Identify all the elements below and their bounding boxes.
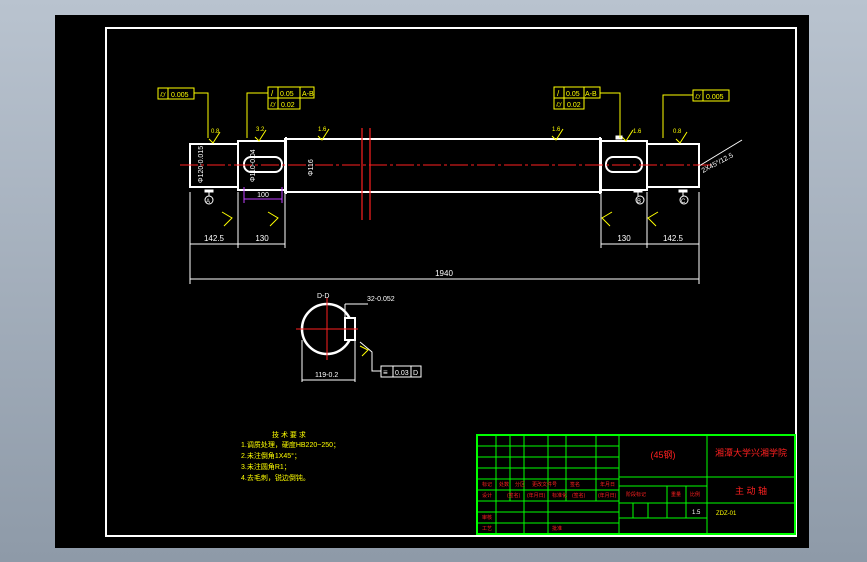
material-label: (45钢) bbox=[650, 449, 675, 460]
dim-right-journal: 130 bbox=[617, 234, 631, 243]
row-label-6: 年月日 bbox=[600, 481, 615, 488]
roughness-5: 1.6 bbox=[633, 129, 642, 135]
gdt-4-sym: / bbox=[557, 89, 560, 98]
review-label: 审核 bbox=[482, 514, 492, 521]
gdt-6-val: 0.005 bbox=[706, 94, 724, 101]
row-label-5: 签名 bbox=[570, 481, 580, 488]
row-label-1: 标记 bbox=[482, 481, 492, 488]
datum-a: A bbox=[206, 199, 210, 205]
scale-value: 1.5 bbox=[692, 510, 701, 516]
section-width: 32-0.052 bbox=[367, 296, 395, 303]
dimension-lines bbox=[189, 192, 700, 284]
roughness-3: 1.6 bbox=[318, 127, 327, 133]
row-label-2: 处数 bbox=[499, 481, 509, 488]
roughness-2: 3.2 bbox=[256, 127, 265, 133]
section-dims bbox=[301, 303, 368, 382]
drawing-number: ZDZ-01 bbox=[716, 511, 737, 517]
notes-item-1: 1.调质处理，硬度HB220~250； bbox=[241, 440, 340, 449]
roughness-4: 1.6 bbox=[552, 127, 561, 133]
stage-label-1: 阶段标记 bbox=[626, 491, 646, 498]
title-row-labels: 标记 处数 分区 更改文件号 签名 年月日 设计 (签名) (年月日) 标准化 … bbox=[482, 481, 617, 532]
drawing-border bbox=[105, 27, 797, 537]
roughness-6: 0.8 bbox=[673, 129, 682, 135]
dim-left-end: 142.5 bbox=[204, 234, 225, 243]
dim-left-journal: 130 bbox=[255, 234, 269, 243]
drawing-sheet bbox=[55, 15, 809, 548]
gdt-frame-4 bbox=[553, 86, 621, 138]
gdt-3-sym: ⌭ bbox=[270, 100, 276, 109]
approve-label: 批准 bbox=[552, 525, 562, 532]
gdt-1-sym: ⌭ bbox=[160, 90, 166, 99]
part-name: 主 动 轴 bbox=[735, 485, 767, 496]
keyway-dimension bbox=[243, 187, 283, 203]
datum-markers bbox=[204, 135, 689, 205]
gdt-3-val: 0.02 bbox=[281, 102, 295, 109]
datum-b: B bbox=[637, 199, 641, 205]
datum-c: C bbox=[681, 199, 686, 205]
notes-item-4: 4.去毛刺，锐边倒钝。 bbox=[241, 473, 310, 482]
row-label-4: 更改文件号 bbox=[532, 481, 557, 488]
keyway-length-label: 100 bbox=[257, 192, 269, 199]
notes-item-3: 3.未注圆角R1； bbox=[241, 462, 291, 471]
gdt-4-val: 0.05 bbox=[566, 91, 580, 98]
process-label: 工艺 bbox=[482, 526, 492, 532]
chamfer-leader bbox=[698, 139, 743, 167]
sym-tol-icon: ≡ bbox=[383, 368, 388, 377]
gdt-2-val: 0.05 bbox=[280, 91, 294, 98]
gdt-frame-6 bbox=[662, 89, 730, 138]
row-label2-6: (年月日) bbox=[598, 492, 617, 499]
notes-title: 技 术 要 求 bbox=[272, 430, 306, 439]
dia-mid-label: Φ116 bbox=[308, 159, 315, 176]
gdt-2-ref: A-B bbox=[302, 91, 314, 98]
stage-label-2: 重量 bbox=[671, 491, 681, 498]
gdt-5-sym: ⌭ bbox=[556, 100, 562, 109]
gdt-5-val: 0.02 bbox=[567, 102, 581, 109]
section-roughness bbox=[359, 345, 369, 357]
roughness-marks-below bbox=[221, 211, 659, 227]
roughness-1: 0.8 bbox=[211, 129, 220, 135]
row-label2-1: 设计 bbox=[482, 492, 492, 499]
school-label: 湘潭大学兴湘学院 bbox=[715, 447, 787, 458]
row-label2-5: (签名) bbox=[572, 492, 586, 499]
gdt-4-ref: A-B bbox=[585, 91, 597, 98]
roughness-marks bbox=[208, 128, 688, 144]
section-depth: 119-0.2 bbox=[315, 372, 338, 379]
gdt-2-sym: / bbox=[271, 89, 274, 98]
dia-key-label: Φ110-0.04 bbox=[250, 149, 257, 182]
dim-overall: 1940 bbox=[435, 269, 453, 278]
notes-item-2: 2.未注倒角1X45°； bbox=[241, 451, 301, 460]
row-label2-2: (签名) bbox=[507, 492, 521, 499]
row-label2-4: 标准化 bbox=[552, 492, 567, 499]
section-label: D-D bbox=[317, 293, 329, 300]
gdt-frame-2 bbox=[246, 86, 315, 138]
row-label2-3: (年月日) bbox=[527, 492, 546, 499]
dia-left-label: Φ120-0.015 bbox=[198, 146, 205, 183]
break-lines bbox=[361, 128, 371, 220]
gdt-1-val: 0.005 bbox=[171, 92, 189, 99]
title-block bbox=[476, 434, 796, 535]
gdt-6-sym: ⌭ bbox=[695, 92, 701, 101]
sym-tol-value: 0.03 bbox=[395, 370, 409, 377]
stage-label-3: 比例 bbox=[690, 491, 700, 498]
sym-tol-ref: D bbox=[413, 370, 418, 377]
row-label-3: 分区 bbox=[515, 481, 525, 488]
section-symmetry-frame bbox=[359, 341, 422, 378]
gdt-frame-1 bbox=[157, 87, 209, 138]
dim-right-end: 142.5 bbox=[663, 234, 684, 243]
